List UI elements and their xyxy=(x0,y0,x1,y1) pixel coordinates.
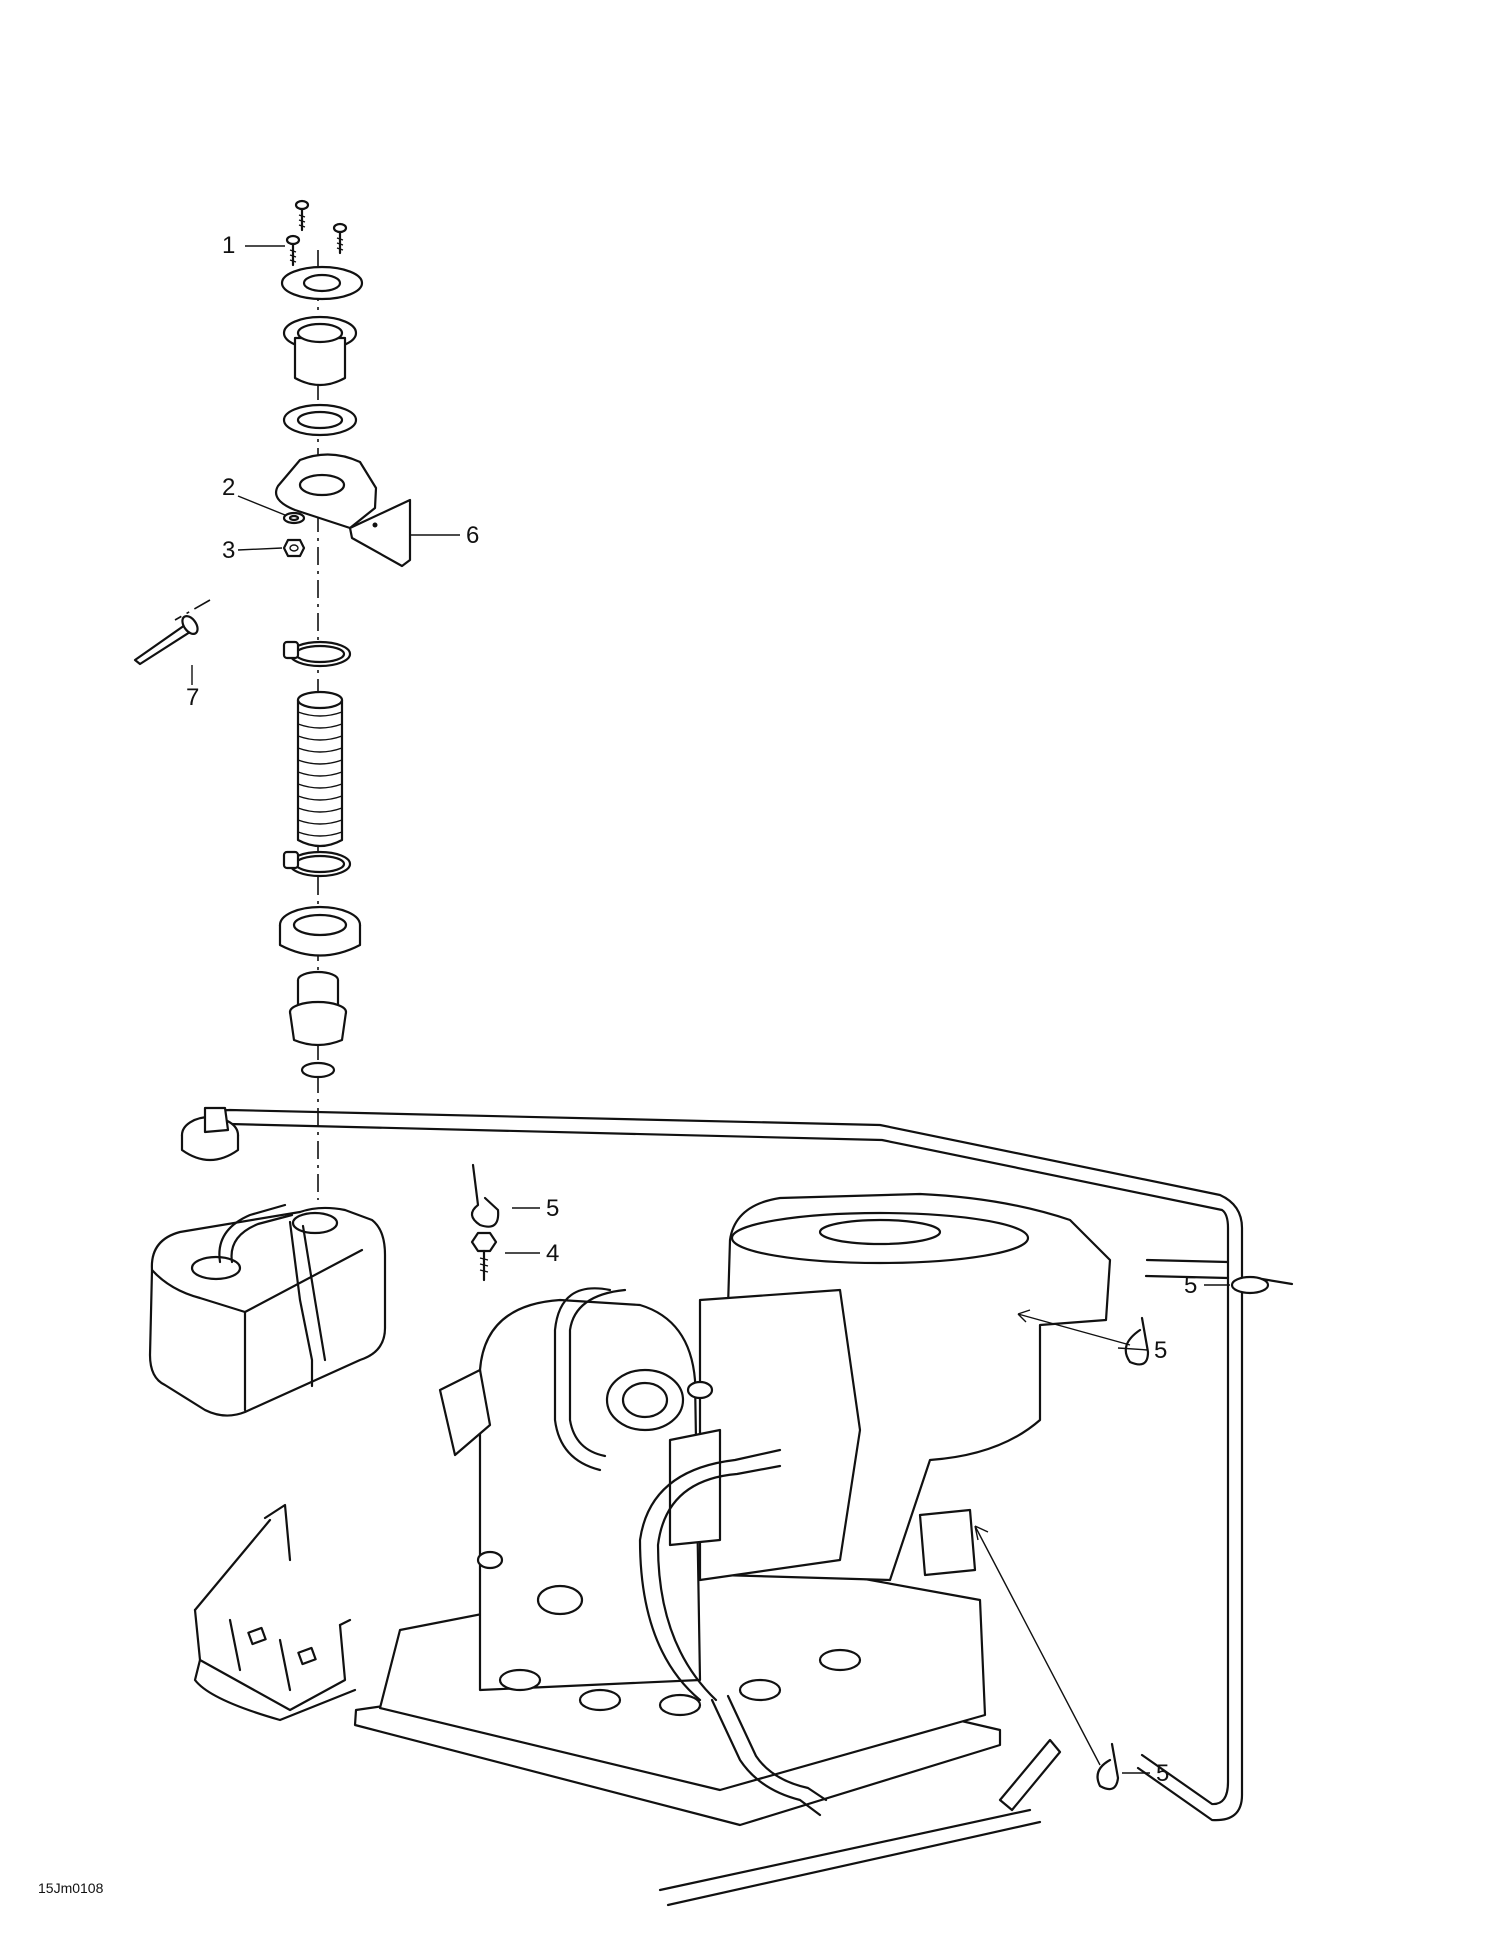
lower-fitting xyxy=(288,970,348,1047)
tie-wrap-middle xyxy=(1124,1316,1150,1366)
tie-wrap-right xyxy=(1230,1275,1294,1295)
corrugated-hose xyxy=(296,690,344,848)
threaded-ring-nut xyxy=(278,905,362,957)
filler-neck xyxy=(282,315,358,387)
callout-4: 4 xyxy=(546,1240,559,1267)
callout-5-tie-wrap: 5 xyxy=(546,1195,559,1222)
upper-hose-clamp xyxy=(282,640,352,668)
callout-7: 7 xyxy=(186,684,199,711)
lower-hose-clamp xyxy=(282,850,352,878)
tank-support-bracket xyxy=(193,1503,357,1722)
tie-wrap xyxy=(470,1163,500,1228)
rivet xyxy=(133,615,199,666)
leader-lines xyxy=(191,245,1230,1774)
oil-tank xyxy=(148,1203,387,1417)
self-tapping-screw xyxy=(470,1231,498,1282)
top-flange-plate xyxy=(280,265,364,301)
tank-cap xyxy=(180,1106,240,1161)
drawing-id: 15Jm0108 xyxy=(38,1880,104,1896)
callout-1: 1 xyxy=(222,232,235,259)
tie-wrap-lower xyxy=(1096,1742,1120,1791)
callout-5-lower: 5 xyxy=(1156,1760,1169,1787)
assembly-axis xyxy=(174,250,319,1200)
nut xyxy=(282,538,306,558)
base-bosses xyxy=(498,1648,862,1717)
gasket xyxy=(282,403,358,437)
callout-5-right: 5 xyxy=(1184,1272,1197,1299)
engine-assembly xyxy=(353,1192,1112,1907)
callout-5-middle: 5 xyxy=(1154,1337,1167,1364)
washer xyxy=(282,511,306,525)
screw-set xyxy=(285,199,348,267)
callout-2: 2 xyxy=(222,474,235,501)
callout-numbers: 1 2 3 6 7 5 4 5 5 5 xyxy=(186,232,1197,1787)
callout-6: 6 xyxy=(466,522,479,549)
bracket xyxy=(274,453,412,568)
o-ring xyxy=(300,1061,336,1079)
callout-3: 3 xyxy=(222,537,235,564)
